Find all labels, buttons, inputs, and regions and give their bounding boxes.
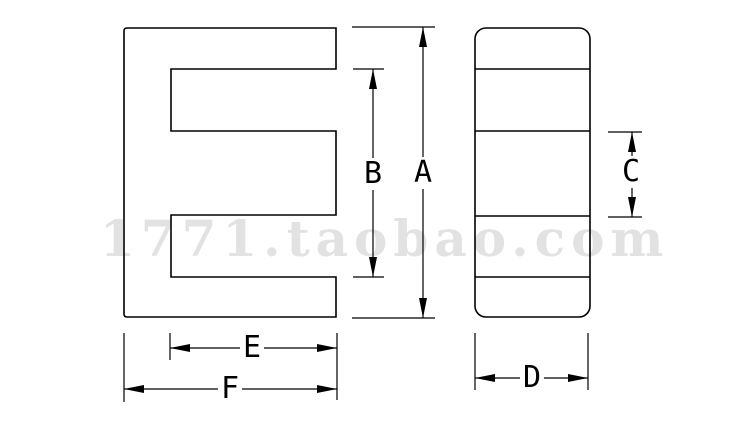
arrowhead-right-icon	[568, 374, 588, 382]
dim-label-b: B	[360, 158, 386, 190]
dim-label-c: C	[618, 156, 644, 188]
dim-label-f: F	[217, 373, 243, 405]
watermark-text: 1771.taobao.com	[100, 209, 670, 268]
arrowhead-left-icon	[475, 374, 495, 382]
e-core-front-view	[123, 27, 337, 318]
arrowhead-up-icon	[628, 132, 636, 152]
arrowhead-right-icon	[317, 385, 337, 393]
arrowhead-left-icon	[170, 344, 190, 352]
arrowhead-down-icon	[628, 197, 636, 217]
dim-label-e: E	[239, 332, 265, 364]
arrowhead-left-icon	[124, 385, 144, 393]
arrowhead-up-icon	[369, 69, 377, 89]
arrowhead-down-icon	[419, 298, 427, 318]
arrowhead-down-icon	[369, 257, 377, 277]
arrowhead-up-icon	[419, 27, 427, 47]
arrowhead-right-icon	[317, 344, 337, 352]
dim-label-d: D	[519, 362, 545, 394]
dim-label-a: A	[410, 157, 436, 189]
core-side-view	[474, 27, 591, 318]
